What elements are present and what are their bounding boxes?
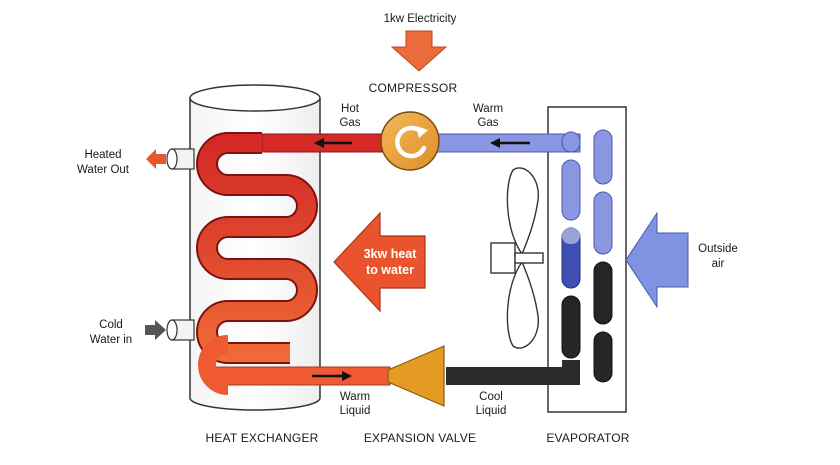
heated-water-out-label-line1: Heated <box>84 149 121 161</box>
cool-liquid-label-line1: Cool <box>479 391 503 403</box>
cool-liquid-pipe-riser <box>562 360 580 385</box>
warm-liquid-label-line2: Liquid <box>340 405 371 417</box>
electricity-label: 1kw Electricity <box>384 13 457 25</box>
heated-water-outlet <box>166 148 195 170</box>
warm-liquid-pipe-bend <box>198 335 229 395</box>
warm-gas-label-line1: Warm <box>473 103 503 115</box>
warm-liquid-pipe <box>209 366 391 386</box>
cold-water-inlet <box>166 319 195 341</box>
warm-gas-label-line2: Gas <box>477 117 498 129</box>
compressor-label: COMPRESSOR <box>369 81 458 95</box>
cool-liquid-label-line2: Liquid <box>476 405 507 417</box>
condenser-coil <box>196 132 318 364</box>
outside-air-label-line1: Outside <box>698 243 738 255</box>
warm-liquid-label-line1: Warm <box>340 391 370 403</box>
evaporator-label: EVAPORATOR <box>546 431 629 445</box>
heat-exchanger-label: HEAT EXCHANGER <box>205 431 318 445</box>
heated-water-out-arrow-icon <box>146 149 166 169</box>
heated-water-out-label-line2: Water Out <box>77 164 130 176</box>
heat-to-water-arrow <box>333 211 426 313</box>
evaporator-tubes <box>561 129 613 383</box>
expansion-valve-label: EXPANSION VALVE <box>364 431 476 445</box>
electricity-arrow-icon <box>390 30 448 72</box>
outside-air-label-line2: air <box>712 258 725 270</box>
compressor <box>380 111 440 171</box>
evaporator-box <box>547 106 627 413</box>
fan-icon <box>490 167 544 349</box>
heat-to-water-label-line2: to water <box>366 263 414 277</box>
compressor-rotation-icon <box>395 125 427 159</box>
warm-gas-flow-arrow-icon <box>490 138 530 148</box>
cold-water-in-arrow-icon <box>145 320 166 340</box>
outside-air-arrow-icon <box>625 211 689 309</box>
cold-water-in-label-line2: Water in <box>90 334 132 346</box>
hot-gas-label-line1: Hot <box>341 103 360 115</box>
heat-to-water-label-line1: 3kw heat <box>364 247 418 261</box>
cold-water-in-label-line1: Cold <box>99 319 123 331</box>
cool-liquid-pipe <box>446 367 580 385</box>
warm-liquid-flow-arrow-icon <box>312 371 352 381</box>
hot-gas-flow-arrow-icon <box>314 138 352 148</box>
expansion-valve <box>387 345 445 407</box>
hot-gas-label-line2: Gas <box>339 117 360 129</box>
